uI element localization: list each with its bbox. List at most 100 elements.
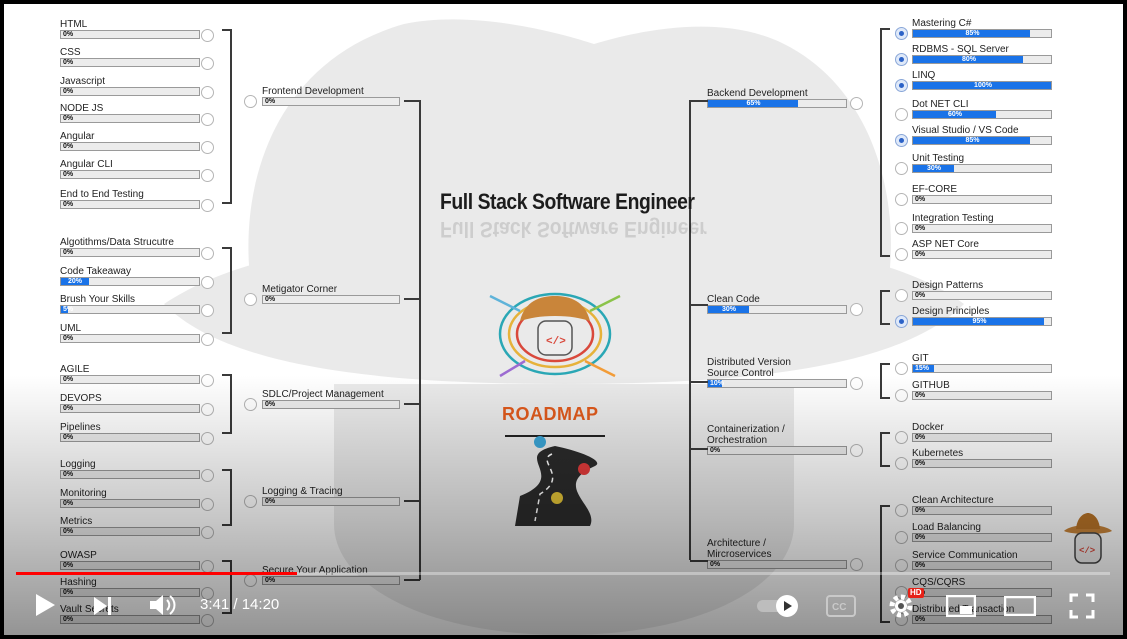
progress-bar: 0% bbox=[60, 527, 200, 536]
progress-bar: 85% bbox=[912, 29, 1052, 38]
fullscreen-icon[interactable] bbox=[1066, 590, 1098, 622]
left-branch bbox=[404, 579, 420, 581]
skill-label: Pipelines bbox=[60, 422, 101, 433]
cowboy-watermark bbox=[164, 19, 964, 635]
progress-fill bbox=[61, 306, 68, 313]
right-bracket bbox=[880, 432, 890, 467]
skill-label: Angular bbox=[60, 131, 95, 142]
progress-percent: 85% bbox=[965, 137, 980, 144]
left-bracket bbox=[222, 469, 232, 526]
progress-bar: 0% bbox=[60, 375, 200, 384]
progress-fill bbox=[913, 56, 1024, 63]
node-connector-dot bbox=[895, 289, 908, 302]
progress-bar: 60% bbox=[912, 110, 1052, 119]
progress-bar: 0% bbox=[912, 433, 1052, 442]
skill-label: EF-CORE bbox=[912, 184, 957, 195]
node-connector-dot bbox=[201, 587, 214, 600]
node-connector-dot bbox=[895, 134, 908, 147]
progress-percent: 0% bbox=[63, 171, 74, 178]
progress-percent: 0% bbox=[915, 196, 926, 203]
progress-percent: 0% bbox=[63, 528, 74, 535]
node-connector-dot bbox=[895, 559, 908, 572]
progress-percent: 0% bbox=[915, 434, 926, 441]
progress-bar: 20% bbox=[60, 277, 200, 286]
progress-bar: 0% bbox=[262, 576, 400, 585]
captions-icon[interactable]: CC bbox=[824, 593, 858, 619]
skill-label: RDBMS - SQL Server bbox=[912, 44, 1009, 55]
node-connector-dot bbox=[201, 526, 214, 539]
progress-bar: 65% bbox=[707, 99, 847, 108]
node-connector-dot bbox=[850, 444, 863, 457]
progress-percent: 0% bbox=[265, 401, 276, 408]
node-connector-dot bbox=[201, 113, 214, 126]
progress-percent: 60% bbox=[947, 111, 962, 118]
progress-bar: 0% bbox=[60, 404, 200, 413]
node-connector-dot bbox=[201, 86, 214, 99]
progress-bar: 0% bbox=[60, 170, 200, 179]
autoplay-toggle-icon[interactable] bbox=[754, 593, 802, 619]
node-connector-dot bbox=[201, 29, 214, 42]
progress-percent: 10% bbox=[710, 380, 725, 387]
right-bracket bbox=[880, 505, 890, 623]
progress-bar: 0% bbox=[912, 250, 1052, 259]
left-trunk bbox=[419, 100, 421, 580]
progress-percent: 20% bbox=[67, 278, 82, 285]
progress-bar: 0% bbox=[60, 114, 200, 123]
progress-percent: 0% bbox=[63, 616, 74, 623]
progress-percent: 15% bbox=[915, 365, 930, 372]
progress-percent: 0% bbox=[265, 98, 276, 105]
roadmap-logo-text: ROADMAP bbox=[502, 404, 599, 424]
progress-bar: 0% bbox=[60, 499, 200, 508]
progress-bar: 0% bbox=[60, 248, 200, 257]
next-icon[interactable] bbox=[88, 592, 118, 620]
left-branch bbox=[404, 298, 420, 300]
progress-bar: 0% bbox=[707, 560, 847, 569]
right-trunk bbox=[689, 100, 691, 560]
skill-label: Containerization / bbox=[707, 424, 785, 435]
node-connector-dot bbox=[850, 377, 863, 390]
skill-label: Mastering C# bbox=[912, 18, 972, 29]
play-icon[interactable] bbox=[30, 590, 60, 620]
progress-bar: 0% bbox=[262, 400, 400, 409]
progress-percent: 5% bbox=[63, 306, 74, 313]
progress-fill bbox=[913, 165, 955, 172]
theater-icon[interactable] bbox=[1002, 592, 1038, 620]
left-branch bbox=[404, 500, 420, 502]
progress-percent: 0% bbox=[63, 562, 74, 569]
progress-percent: 0% bbox=[63, 335, 74, 342]
skill-label: Logging bbox=[60, 459, 96, 470]
skill-label: Code Takeaway bbox=[60, 266, 131, 277]
skill-label: Backend Development bbox=[707, 88, 808, 99]
skill-label: Kubernetes bbox=[912, 448, 964, 459]
time-separator: / bbox=[229, 596, 242, 613]
skill-label: GIT bbox=[912, 353, 929, 364]
progress-fill bbox=[913, 111, 996, 118]
skill-label: Algotithms/Data Strucutre bbox=[60, 237, 174, 248]
progress-percent: 0% bbox=[63, 59, 74, 66]
progress-percent: 0% bbox=[265, 296, 276, 303]
progress-bar: 0% bbox=[60, 58, 200, 67]
volume-icon[interactable] bbox=[146, 590, 178, 620]
node-connector-dot bbox=[244, 293, 257, 306]
left-branch bbox=[404, 100, 420, 102]
node-connector-dot bbox=[201, 199, 214, 212]
skill-label-line2: Mircroservices bbox=[707, 549, 772, 560]
progress-percent: 0% bbox=[710, 447, 721, 454]
node-connector-dot bbox=[895, 531, 908, 544]
progress-percent: 0% bbox=[915, 562, 926, 569]
hd-badge: HD bbox=[908, 588, 924, 598]
skill-label: End to End Testing bbox=[60, 189, 144, 200]
settings-icon[interactable]: HD bbox=[884, 588, 924, 622]
progress-bar: 0% bbox=[60, 87, 200, 96]
progress-percent: 0% bbox=[63, 376, 74, 383]
progress-bar[interactable] bbox=[16, 572, 1110, 575]
skill-label: Load Balancing bbox=[912, 522, 981, 533]
skill-label: SDLC/Project Management bbox=[262, 389, 384, 400]
right-branch bbox=[690, 381, 708, 383]
progress-percent: 0% bbox=[63, 589, 74, 596]
skill-label: GITHUB bbox=[912, 380, 950, 391]
progress-percent: 0% bbox=[915, 225, 926, 232]
miniplayer-icon[interactable] bbox=[944, 592, 978, 620]
